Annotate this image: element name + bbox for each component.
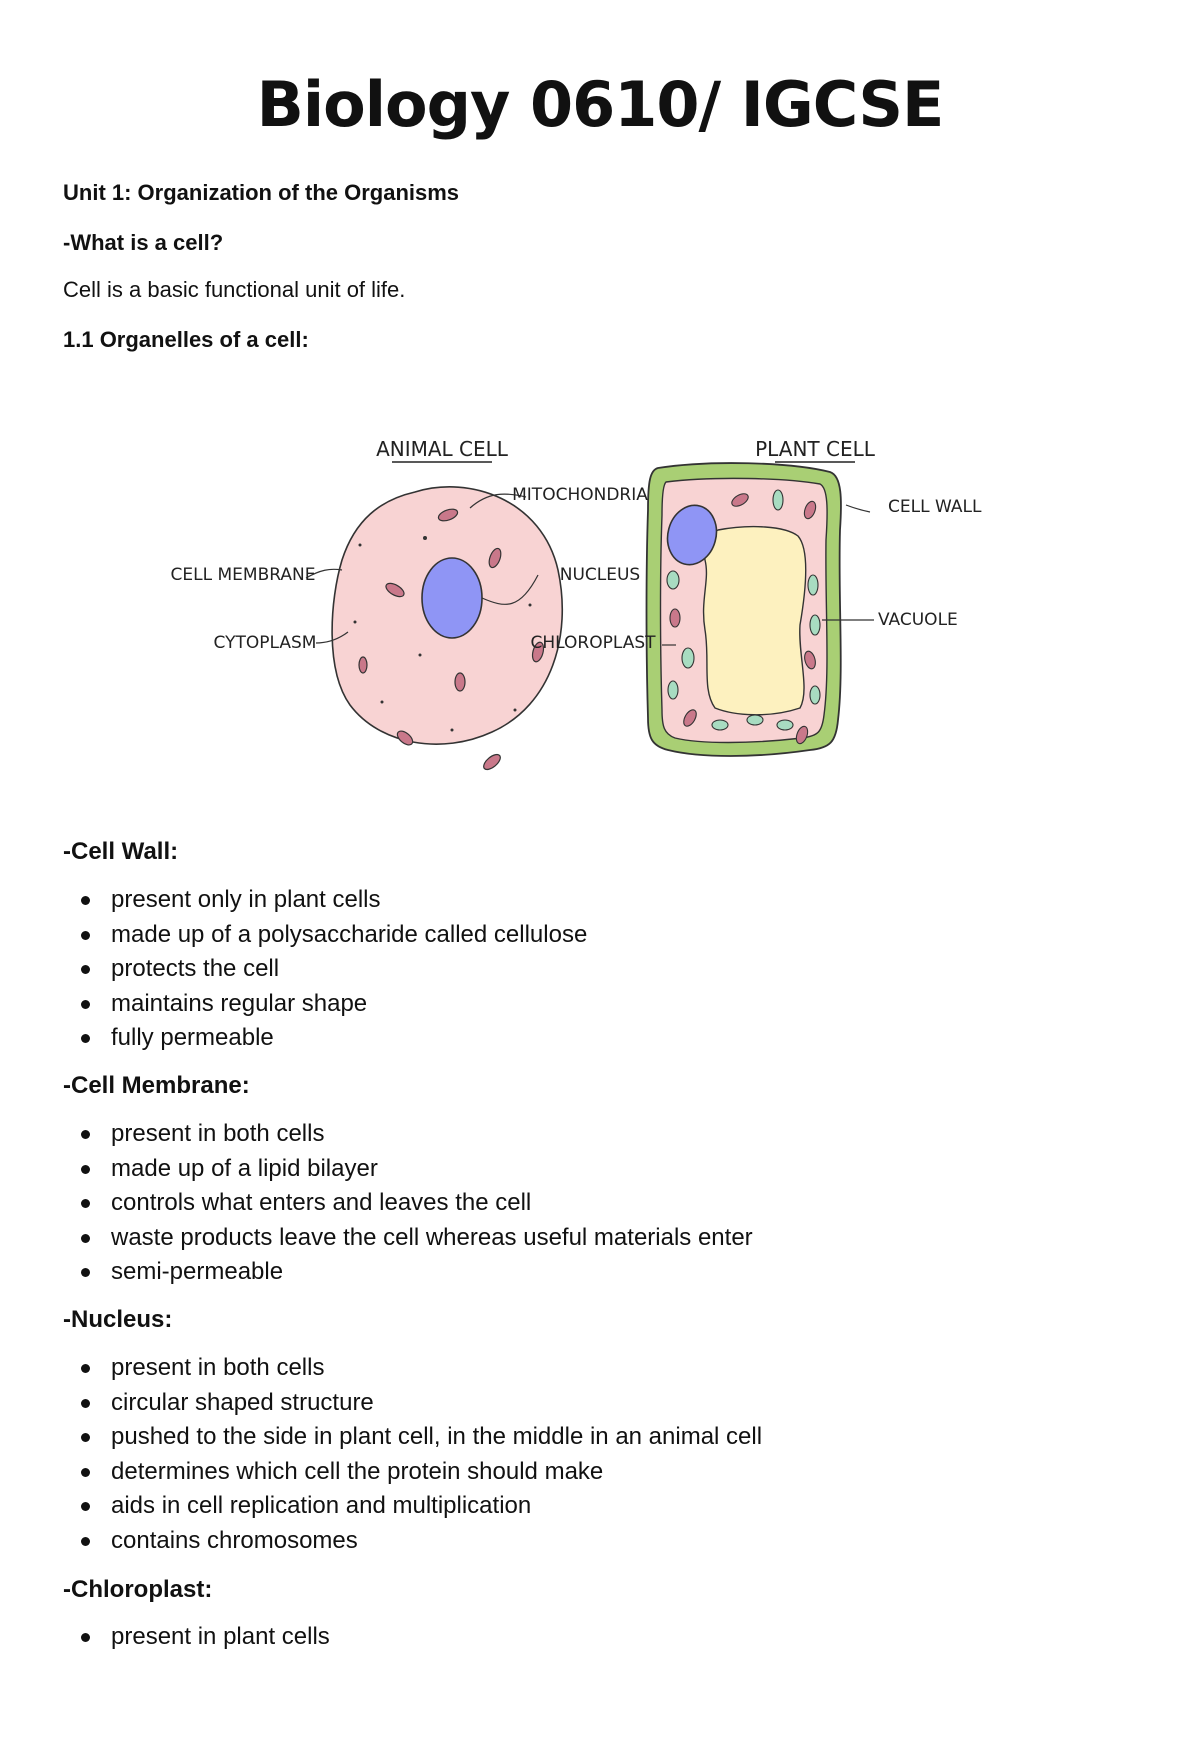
cell-membrane-list: present in both cells made up of a lipid…	[75, 1117, 753, 1290]
animal-cell-title: ANIMAL CELL	[376, 437, 509, 461]
label-chloroplast: CHLOROPLAST	[530, 633, 656, 653]
list-item: waste products leave the cell whereas us…	[75, 1221, 753, 1256]
section-heading-cell-wall: -Cell Wall:	[63, 838, 179, 865]
plant-cell-title: PLANT CELL	[755, 437, 876, 461]
label-mitochondria: MITOCHONDRIA	[512, 485, 648, 505]
plant-nucleus	[666, 504, 718, 566]
nucleus-list: present in both cells circular shaped st…	[75, 1351, 762, 1558]
label-cytoplasm: CYTOPLASM	[214, 633, 317, 653]
list-item: aids in cell replication and multiplicat…	[75, 1489, 762, 1524]
organelles-heading: 1.1 Organelles of a cell:	[63, 327, 309, 352]
animal-cell	[331, 486, 564, 771]
label-vacuole: VACUOLE	[878, 610, 958, 630]
unit-heading: Unit 1: Organization of the Organisms	[63, 180, 460, 205]
label-cell-membrane: CELL MEMBRANE	[171, 565, 316, 585]
list-item: contains chromosomes	[75, 1524, 762, 1559]
list-item: present in both cells	[75, 1117, 753, 1152]
list-item: made up of a polysaccharide called cellu…	[75, 918, 587, 953]
list-item: determines which cell the protein should…	[75, 1455, 762, 1490]
list-item: pushed to the side in plant cell, in the…	[75, 1420, 762, 1455]
chloroplast-list: present in plant cells	[75, 1620, 330, 1655]
animal-granules	[353, 536, 532, 732]
section-heading-nucleus: -Nucleus:	[63, 1306, 173, 1333]
list-item: protects the cell	[75, 952, 587, 987]
cell-wall-list: present only in plant cells made up of a…	[75, 883, 587, 1056]
list-item: made up of a lipid bilayer	[75, 1152, 753, 1187]
list-item: present only in plant cells	[75, 883, 587, 918]
cell-diagram: ANIMAL CELL PLANT CELL	[171, 437, 982, 771]
plant-chloroplasts	[666, 489, 821, 731]
label-cell-wall: CELL WALL	[888, 497, 982, 517]
animal-mitochondria	[358, 508, 545, 771]
list-item: circular shaped structure	[75, 1386, 762, 1421]
plant-cell	[645, 462, 842, 757]
label-nucleus: NUCLEUS	[560, 565, 640, 585]
animal-nucleus	[421, 557, 483, 639]
question-heading: -What is a cell?	[63, 230, 224, 255]
plant-vacuole	[702, 525, 807, 716]
list-item: present in plant cells	[75, 1620, 330, 1655]
page-title: Biology 0610/ IGCSE	[256, 68, 945, 141]
cell-definition: Cell is a basic functional unit of life.	[63, 277, 406, 302]
list-item: semi-permeable	[75, 1255, 753, 1290]
section-heading-cell-membrane: -Cell Membrane:	[63, 1072, 250, 1099]
list-item: maintains regular shape	[75, 987, 587, 1022]
list-item: controls what enters and leaves the cell	[75, 1186, 753, 1221]
list-item: present in both cells	[75, 1351, 762, 1386]
list-item: fully permeable	[75, 1021, 587, 1056]
plant-mitochondria	[669, 493, 817, 745]
section-heading-chloroplast: -Chloroplast:	[63, 1576, 213, 1603]
